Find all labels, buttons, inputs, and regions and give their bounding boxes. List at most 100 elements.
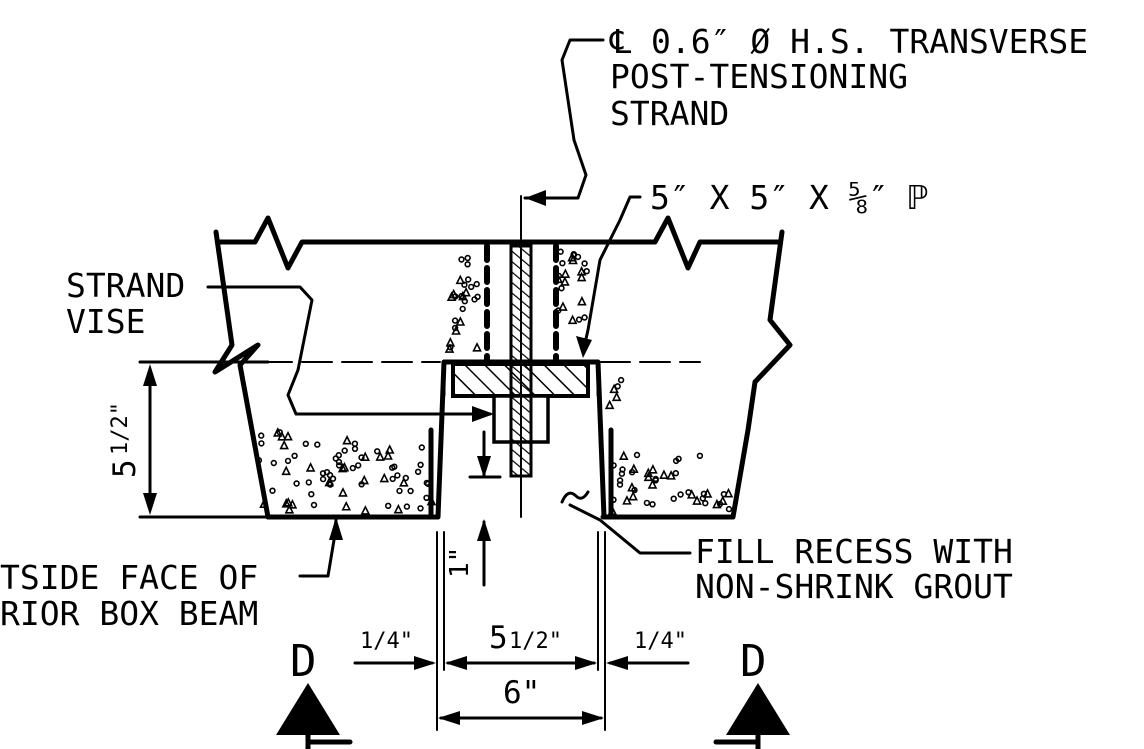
aggregate-dot [269,487,276,494]
aggregate-dot [396,487,403,495]
aggregate-dot [314,441,321,448]
aggregate-dot [383,450,393,460]
callout-grout-line2: NON-SHRINK GROUT [695,567,1013,606]
aggregate-dot [465,276,472,283]
dim-offset-label: 1" [445,547,475,578]
aggregate-dot [293,480,300,487]
aggregate-dot [339,461,350,472]
dim-depth-frac: 1/2" [108,402,133,455]
aggregate-dot [284,457,292,465]
aggregate-dot [720,491,728,498]
aggregate-dot [629,463,639,474]
aggregate-dot [279,439,289,450]
aggregate-dot [341,500,352,511]
aggregate-dot [417,505,424,512]
aggregate-dot [259,498,269,509]
aggregate-dot [471,296,478,303]
aggregate-dot [459,305,466,313]
aggregate-dot [666,470,676,480]
aggregate-dot [659,469,669,479]
aggregate-dot [399,477,409,487]
aggregate-dot [281,465,291,476]
callout-text: ℄ 0.6″ Ø H.S. TRANSVERSE POST-TENSIONING… [0,22,1088,633]
aggregate-dot [627,481,637,492]
aggregate-dot [648,464,658,474]
aggregate-dot [426,495,437,506]
aggregate-dot [677,491,684,498]
aggregate-dot [581,314,588,321]
aggregate-dot [468,283,475,291]
aggregate-dot [553,273,564,284]
aggregate-dot [560,276,570,286]
aggregate-dot [379,472,390,483]
aggregate-dot [607,505,618,516]
aggregate-dot [559,260,566,267]
aggregate-dot [692,495,702,505]
aggregate-dot [283,430,293,441]
aggregate-dot [273,427,283,437]
aggregate-dot [255,457,263,464]
callout-vise-line1: STRAND [66,266,185,305]
aggregate-dot [702,488,713,498]
aggregate-dot [455,274,466,285]
aggregate-dot [451,317,459,324]
duct-lines [484,243,559,365]
aggregate-dot [341,447,348,454]
aggregate-dot [308,491,315,498]
aggregate-dot [555,307,562,314]
aggregate-dot [393,503,404,514]
aggregate-dot [389,475,396,483]
callout-vise-line2: VISE [66,302,145,341]
aggregate-dot [360,505,371,515]
aggregate-dot [717,495,728,506]
aggregate-dot [342,434,352,445]
aggregate-dot [385,502,392,509]
aggregate-dot [461,281,468,288]
aggregate-dot [473,280,480,288]
callout-grout-line1: FILL RECESS WITH [695,532,1013,571]
aggregate-dot [574,253,582,261]
dim-width-frac: 1/2" [509,629,562,654]
aggregate-dot [616,481,624,488]
aggregate-dot [672,470,679,477]
aggregate-dot [305,462,316,472]
aggregate-dot [276,429,283,436]
beam-outline [212,215,793,520]
callout-strand-line1: ℄ 0.6″ Ø H.S. TRANSVERSE [609,22,1088,61]
aggregate-dot [335,458,343,466]
aggregate-dot [358,454,365,461]
callout-strand-line3: STRAND [610,94,729,133]
aggregate-dot [555,272,562,280]
aggregate-dot [355,462,362,469]
dim-gap-right: 1/4" [634,629,687,654]
aggregate-dot [568,254,578,265]
aggregate-dot [302,440,309,447]
aggregate-dot [643,499,651,507]
aggregate-dot [374,448,381,455]
aggregate-dot [375,451,385,461]
aggregate-dot [291,452,298,459]
section-marker-left: D [276,636,353,749]
aggregate-dot [423,479,430,487]
aggregate-dot [351,445,359,452]
aggregate-dot [394,472,401,479]
aggregate-dot [458,256,465,263]
aggregate-dot [633,451,641,459]
aggregate-dot [611,391,622,402]
aggregate-dot [609,383,619,394]
aggregate-dot [305,479,312,486]
aggregate-dot [558,285,565,292]
aggregate-dot [617,376,625,384]
callout-face-line1: TSIDE FACE OF [0,558,258,597]
section-marker-right: D [713,636,790,749]
callout-strand-line2: POST-TENSIONING [610,57,908,96]
aggregate-dot [349,464,356,472]
callout-plate: 5″ X 5″ X ⅝″ ℙ [650,178,928,217]
aggregate-dot [628,490,638,501]
aggregate-dot [610,462,617,469]
aggregate-dot [670,495,677,502]
dim-offset: 1" [445,430,502,587]
aggregate-dot [332,455,339,462]
aggregate-dot [402,474,409,482]
